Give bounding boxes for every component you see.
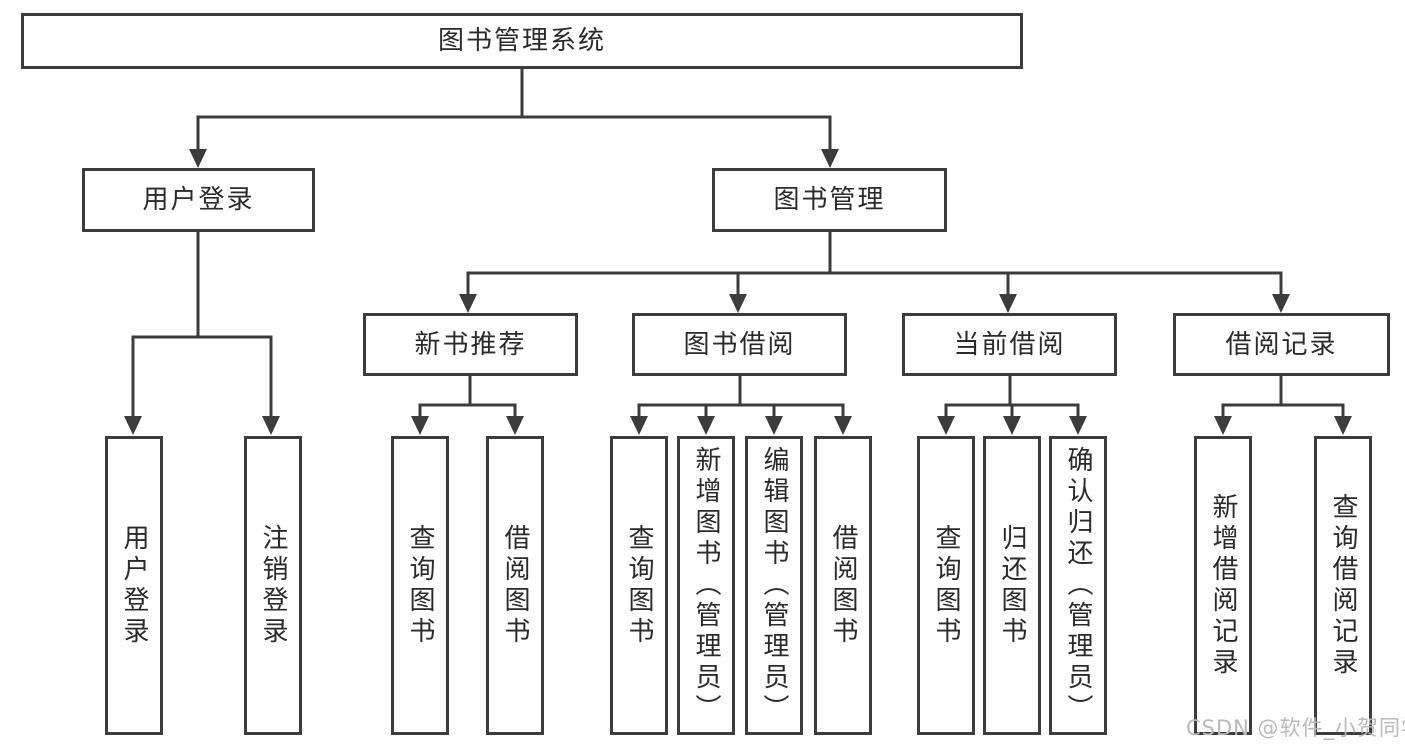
- arrowhead-icon: [821, 149, 839, 168]
- node-borrow-records: 借阅记录: [1173, 313, 1390, 376]
- leaf-borrow-edit-books-admin: 编辑图书（管理员）: [745, 436, 803, 735]
- arrowhead-icon: [459, 294, 477, 313]
- arrowhead-icon: [411, 416, 429, 435]
- leaf-newrec-query-books: 查询图书: [391, 436, 449, 735]
- node-current-borrow: 当前借阅: [902, 313, 1117, 376]
- leaf-user-login: 用户登录: [105, 436, 163, 735]
- arrowhead-icon: [697, 416, 715, 435]
- arrowhead-icon: [1272, 294, 1290, 313]
- arrowhead-icon: [729, 294, 747, 313]
- leaf-borrow-borrow-books: 借阅图书: [814, 436, 872, 735]
- arrowhead-icon: [765, 416, 783, 435]
- leaf-borrow-query-books: 查询图书: [610, 436, 668, 735]
- node-root-system: 图书管理系统: [21, 13, 1023, 69]
- arrowhead-icon: [189, 149, 207, 168]
- arrowhead-icon: [630, 416, 648, 435]
- arrowhead-icon: [834, 416, 852, 435]
- arrowhead-icon: [1003, 416, 1021, 435]
- arrowhead-icon: [1334, 416, 1352, 435]
- leaf-current-confirm-return-admin: 确认归还（管理员）: [1049, 436, 1107, 735]
- leaf-newrec-borrow-books: 借阅图书: [486, 436, 544, 735]
- csdn-watermark: CSDN @软件_小贺同学: [1186, 716, 1405, 740]
- arrowhead-icon: [999, 294, 1017, 313]
- leaf-current-query-books: 查询图书: [917, 436, 975, 735]
- arrowhead-icon: [937, 416, 955, 435]
- leaf-records-query-record: 查询借阅记录: [1314, 436, 1372, 735]
- node-user-login: 用户登录: [82, 168, 315, 232]
- node-book-management: 图书管理: [712, 168, 947, 232]
- leaf-borrow-add-books-admin: 新增图书（管理员）: [677, 436, 735, 735]
- arrowhead-icon: [1214, 416, 1232, 435]
- arrowhead-icon: [262, 416, 280, 435]
- leaf-logout: 注销登录: [244, 436, 302, 735]
- node-new-book-recommend: 新书推荐: [363, 313, 578, 376]
- arrowhead-icon: [1069, 416, 1087, 435]
- arrowhead-icon: [124, 416, 142, 435]
- leaf-records-add-record: 新增借阅记录: [1194, 436, 1252, 735]
- node-book-borrow: 图书借阅: [632, 313, 847, 376]
- arrowhead-icon: [506, 416, 524, 435]
- leaf-current-return-books: 归还图书: [983, 436, 1041, 735]
